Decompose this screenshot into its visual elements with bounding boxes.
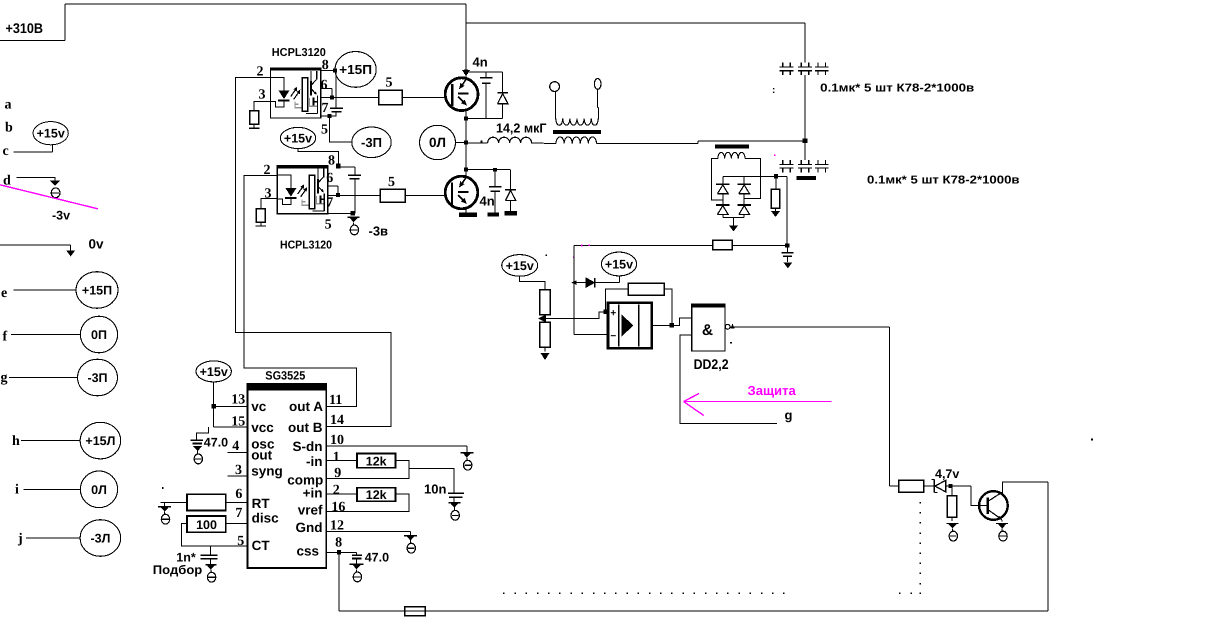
svg-text:+15Л: +15Л xyxy=(85,434,115,448)
svg-text:&: & xyxy=(702,322,713,339)
svg-text:h: h xyxy=(12,434,20,449)
svg-text:3: 3 xyxy=(235,463,242,478)
svg-text:6: 6 xyxy=(321,78,328,93)
svg-text:1: 1 xyxy=(333,450,340,465)
svg-text:css: css xyxy=(296,543,319,558)
svg-text:g: g xyxy=(1,371,8,386)
svg-text:7: 7 xyxy=(326,196,333,211)
svg-text:syng: syng xyxy=(251,463,283,478)
svg-text:-3П: -3П xyxy=(87,371,107,385)
svg-text:-in: -in xyxy=(306,454,323,469)
svg-text:8: 8 xyxy=(328,154,335,169)
svg-text:4,7v: 4,7v xyxy=(935,467,959,481)
svg-text:HCPL3120: HCPL3120 xyxy=(280,239,332,251)
svg-text:5: 5 xyxy=(388,175,395,190)
svg-text:2: 2 xyxy=(333,483,340,498)
svg-text:11: 11 xyxy=(329,393,342,408)
svg-text:5: 5 xyxy=(386,75,393,90)
svg-text:0Л: 0Л xyxy=(429,135,446,150)
svg-text:-3Л: -3Л xyxy=(90,532,110,546)
svg-text:out B: out B xyxy=(288,420,323,435)
svg-text:+: + xyxy=(610,308,616,319)
svg-text:0П: 0П xyxy=(91,328,107,342)
svg-text:RT: RT xyxy=(252,496,271,511)
svg-text:10n: 10n xyxy=(424,481,446,496)
svg-text:d: d xyxy=(3,174,11,189)
svg-text:10: 10 xyxy=(330,433,344,448)
svg-text:12k: 12k xyxy=(366,454,387,468)
svg-text:2: 2 xyxy=(257,65,264,80)
svg-text:comp: comp xyxy=(287,472,323,487)
svg-text:7: 7 xyxy=(235,506,242,521)
svg-text:3: 3 xyxy=(265,187,272,202)
svg-text:8: 8 xyxy=(335,535,342,550)
svg-text:4n: 4n xyxy=(480,194,495,209)
svg-text:+310В: +310В xyxy=(6,20,44,36)
svg-text:0v: 0v xyxy=(89,237,105,252)
svg-text:+15v: +15v xyxy=(200,365,228,379)
svg-text:+15П: +15П xyxy=(339,62,372,77)
svg-text:a: a xyxy=(5,98,12,113)
svg-text:12k: 12k xyxy=(366,488,387,502)
svg-text:-3v: -3v xyxy=(52,209,70,223)
svg-text:j: j xyxy=(17,532,23,547)
svg-text:6: 6 xyxy=(326,171,333,186)
svg-text:vc: vc xyxy=(251,399,267,414)
svg-text:Подбор: Подбор xyxy=(153,563,203,577)
svg-text:1n*: 1n* xyxy=(176,550,196,564)
svg-text:f: f xyxy=(3,330,8,345)
svg-text:+in: +in xyxy=(303,485,323,500)
svg-text:8: 8 xyxy=(322,58,329,73)
svg-text:6: 6 xyxy=(235,487,242,502)
svg-text:HCPL3120: HCPL3120 xyxy=(272,47,326,59)
svg-text:SG3525: SG3525 xyxy=(265,368,305,382)
svg-text:CT: CT xyxy=(252,538,271,553)
svg-text:b: b xyxy=(5,121,13,136)
svg-text:47.0: 47.0 xyxy=(204,435,228,449)
svg-text:0.1мк* 5 шт К78-2*1000в: 0.1мк* 5 шт К78-2*1000в xyxy=(867,174,1020,186)
svg-text:DD2,2: DD2,2 xyxy=(694,356,729,372)
svg-text:vref: vref xyxy=(298,503,323,518)
svg-text:+15v: +15v xyxy=(284,132,312,146)
svg-text:5: 5 xyxy=(321,123,328,138)
svg-text::: : xyxy=(772,85,775,96)
svg-text:Gnd: Gnd xyxy=(296,520,323,535)
svg-text:14,2 мкГ: 14,2 мкГ xyxy=(496,121,547,136)
svg-text:0.1мк* 5 шт К78-2*1000в: 0.1мк* 5 шт К78-2*1000в xyxy=(820,83,974,95)
svg-text:14: 14 xyxy=(330,413,344,428)
svg-text:out: out xyxy=(251,448,272,463)
svg-text:i: i xyxy=(15,483,19,498)
svg-text:12: 12 xyxy=(330,518,344,533)
svg-text:vcc: vcc xyxy=(251,420,274,435)
svg-text:e: e xyxy=(1,286,7,301)
svg-text:7: 7 xyxy=(322,101,329,116)
svg-text:−: − xyxy=(610,331,616,342)
svg-text:+15П: +15П xyxy=(82,284,112,298)
svg-text:S-dn: S-dn xyxy=(293,439,323,454)
svg-text:5: 5 xyxy=(237,534,244,549)
svg-text:15: 15 xyxy=(231,415,245,430)
svg-text:47.0: 47.0 xyxy=(365,551,389,565)
svg-text:osc: osc xyxy=(251,436,275,451)
svg-text:4: 4 xyxy=(232,439,239,454)
svg-text:0Л: 0Л xyxy=(91,483,107,497)
svg-text:3: 3 xyxy=(259,88,266,103)
svg-text:out A: out A xyxy=(289,399,323,414)
svg-text:5: 5 xyxy=(325,218,332,233)
svg-text:100: 100 xyxy=(196,518,217,532)
svg-text:16: 16 xyxy=(331,500,345,515)
svg-text:2: 2 xyxy=(264,163,271,178)
svg-text:-3в: -3в xyxy=(369,224,389,239)
svg-text:disc: disc xyxy=(252,511,280,526)
svg-text:4n: 4n xyxy=(473,55,488,70)
svg-text:9: 9 xyxy=(334,466,341,481)
svg-text:g: g xyxy=(785,408,793,423)
svg-text:13: 13 xyxy=(231,393,245,408)
svg-text:+15v: +15v xyxy=(605,258,633,272)
svg-text:Защита: Защита xyxy=(748,383,797,398)
svg-text:-3П: -3П xyxy=(361,135,382,150)
svg-text:+15v: +15v xyxy=(37,127,65,141)
svg-text:c: c xyxy=(3,144,9,159)
svg-text:+15v: +15v xyxy=(506,259,534,273)
